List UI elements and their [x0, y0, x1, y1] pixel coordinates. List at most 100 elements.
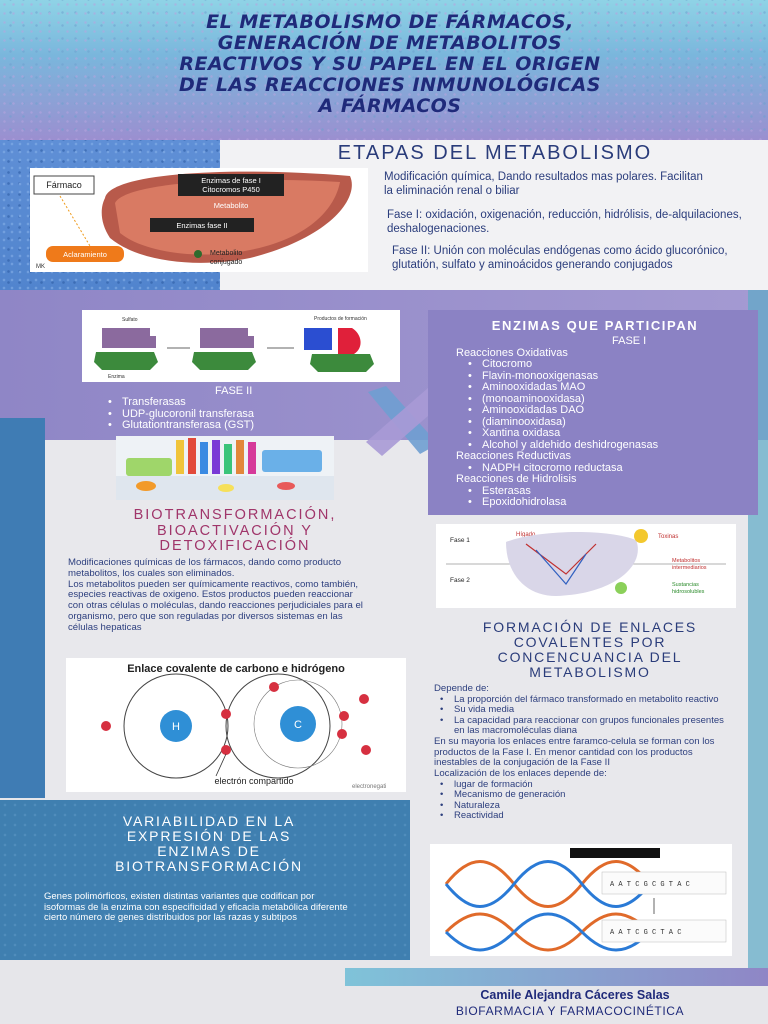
depende-list: La proporción del fármaco transformado e…: [434, 694, 736, 737]
variabilidad-texture: [0, 800, 410, 960]
enlace-title: Enlace covalente de carbono e hidrógeno: [127, 663, 345, 675]
list-item: La proporción del fármaco transformado e…: [434, 694, 736, 706]
svg-text:hidrosolubles: hidrosolubles: [672, 589, 705, 595]
oxidativas-list: Citocromo Flavin-monooxigenasas Aminooxi…: [456, 358, 756, 452]
enzima-label: Enzima: [108, 374, 125, 380]
fase2-heading: FASE II: [215, 385, 253, 397]
depende-heading: Depende de:: [434, 683, 489, 694]
fase2-list: Transferasas UDP-glucoronil transferasa …: [108, 396, 358, 432]
dna-diagram: A A T C G C G T A C A A T C G C T A C: [430, 844, 732, 956]
biotransformacion-text: Modificaciones químicas de los fármacos,…: [68, 557, 363, 633]
sulfato-label: Sulfato: [122, 317, 138, 323]
title-line: generación de metabolitos: [217, 32, 563, 54]
svg-text:Metabolito: Metabolito: [210, 250, 242, 257]
list-item: Mecanismo de generación: [434, 790, 736, 801]
corner-mark: MK: [36, 264, 45, 270]
enzimas-fase1-label: Enzimas de fase I: [201, 176, 261, 185]
etapas-text-3: Fase II: Unión con moléculas endógenas c…: [392, 245, 728, 271]
title-line: a fármacos: [318, 95, 462, 117]
conjugation-illustration: Sulfato Enzima Productos de formación: [94, 316, 374, 380]
enzimas-fase2-label: Enzimas fase II: [176, 221, 227, 230]
svg-text:intermediarios: intermediarios: [672, 565, 707, 571]
electron-label: electrón compartido: [214, 776, 293, 786]
liver-illustration: Fármaco Enzimas de fase I Citocromos P45…: [33, 171, 352, 270]
header-texture: [0, 0, 768, 140]
title-line: ENZIMAS DE: [157, 843, 261, 859]
formacion-text: En su mayoria los enlaces entre faramco-…: [434, 735, 715, 769]
localizacion-list: lugar de formación Mecanismo de generaci…: [434, 779, 736, 822]
list-item: Citocromo: [456, 358, 756, 371]
higado-label: Hígado: [516, 532, 536, 538]
list-item: Aminooxidadas DAO: [456, 404, 756, 417]
farmaco-label: Fármaco: [46, 180, 82, 190]
formacion-content: Depende de: La proporción del fármaco tr…: [434, 683, 736, 822]
pills-photo: [116, 436, 334, 500]
title-line: El metabolismo de fármacos,: [206, 11, 574, 33]
footer-band: [345, 968, 768, 986]
list-item: Epoxidohidrolasa: [456, 496, 756, 509]
list-item: La capacidad para reaccionar con grupos …: [434, 715, 736, 737]
list-item: Naturaleza: [434, 800, 736, 812]
list-item: Aminooxidadas MAO: [456, 381, 756, 394]
list-item: lugar de formación: [434, 779, 736, 791]
title-line: DETOXIFICACIÓN: [159, 538, 311, 554]
poster-title: El metabolismo de fármacos, generación d…: [70, 12, 710, 117]
decorative-cross: [366, 386, 444, 456]
enzimas-title: ENZIMAS QUE PARTICIPAN: [491, 318, 699, 333]
watermark: electronegati: [352, 784, 386, 790]
list-item: Alcohol y aldehido deshidrogenasas: [456, 439, 756, 452]
fase1-heading: FASE I: [612, 335, 647, 347]
etapas-text-2: Fase I: oxidación, oxigenación, reducció…: [387, 209, 742, 235]
title-line: METABOLISMO: [529, 664, 651, 680]
svg-text:conjugado: conjugado: [210, 259, 242, 266]
formacion-title: FORMACIÓN DE ENLACES COVALENTES POR CONC…: [420, 620, 760, 680]
aclaramiento-label: Aclaramiento: [63, 250, 107, 259]
producto-label: Productos de formación: [314, 316, 367, 322]
left-blue-strip: [0, 418, 45, 798]
list-item: Flavin-monooxigenasas: [456, 370, 756, 383]
toxinas-label: Toxinas: [658, 534, 678, 540]
list-item: UDP-glucoronil transferasa: [108, 408, 358, 421]
title-line: CONCENCUANCIA DEL: [497, 649, 683, 665]
title-line: BIOACTIVACIÓN Y: [157, 522, 313, 539]
svg-text:Metabolitos: Metabolitos: [672, 558, 700, 564]
hydrogen-label: H: [172, 721, 180, 733]
list-item: Esterasas: [456, 485, 756, 498]
etapas-title: ETAPAS DEL METABOLISMO: [337, 142, 653, 164]
course-name: BIOFARMACIA Y FARMACOCINÉTICA: [455, 1004, 685, 1018]
dna-sequence-top: A A T C G C G T A C: [610, 881, 690, 889]
fase1-label: Fase 1: [450, 537, 470, 544]
title-line: COVALENTES POR: [513, 634, 667, 650]
fase2-label: Fase 2: [450, 577, 470, 584]
fases-illustration: Fase 1 Fase 2 Hígado Toxinas Metabolitos…: [446, 529, 726, 596]
carbon-label: C: [294, 719, 302, 731]
title-line: VARIABILIDAD EN LA: [122, 813, 296, 829]
variabilidad-text: Genes polimórficos, existen distintas va…: [44, 891, 348, 923]
title-line: BIOTRANSFORMACIÓN: [115, 858, 303, 874]
metabolito-label: Metabolito: [214, 201, 249, 210]
reductivas-list: NADPH citocromo reductasa: [456, 462, 756, 475]
list-item: Su vida media: [434, 705, 736, 716]
reductivas-heading: Reacciones Reductivas: [456, 450, 571, 462]
liver-diagram: Fármaco Enzimas de fase I Citocromos P45…: [30, 168, 368, 272]
list-item: Reactividad: [434, 811, 736, 822]
list-item: NADPH citocromo reductasa: [456, 462, 756, 475]
list-item: Transferasas: [108, 396, 358, 409]
list-item-continuation: (monoaminooxidasa): [456, 393, 756, 406]
conjugation-diagram: Sulfato Enzima Productos de formación: [82, 310, 400, 382]
list-item: Glutationtransferasa (GST): [108, 419, 358, 432]
hidrolisis-heading: Reacciones de Hidrolisis: [456, 473, 577, 485]
covalent-bond-diagram: Enlace covalente de carbono e hidrógeno …: [66, 658, 406, 792]
pills-illustration: [116, 438, 334, 500]
hidrolisis-list: Esterasas Epoxidohidrolasa: [456, 485, 756, 509]
title-line: EXPRESIÓN DE LAS: [126, 828, 292, 844]
enzimas-content: FASE I Reacciones Oxidativas Citocromo F…: [456, 335, 756, 509]
list-item: Xantina oxidasa: [456, 427, 756, 440]
title-line: BIOTRANSFORMACIÓN,: [133, 507, 337, 523]
title-line: FORMACIÓN DE ENLACES: [482, 619, 698, 635]
title-line: de las reacciones inmunológicas: [179, 74, 601, 96]
oxidativas-heading: Reacciones Oxidativas: [456, 346, 568, 359]
svg-text:Citocromos P450: Citocromos P450: [202, 185, 260, 194]
list-item-continuation: (diaminooxidasa): [456, 416, 756, 429]
variabilidad-title: VARIABILIDAD EN LA EXPRESIÓN DE LAS ENZI…: [44, 814, 374, 874]
